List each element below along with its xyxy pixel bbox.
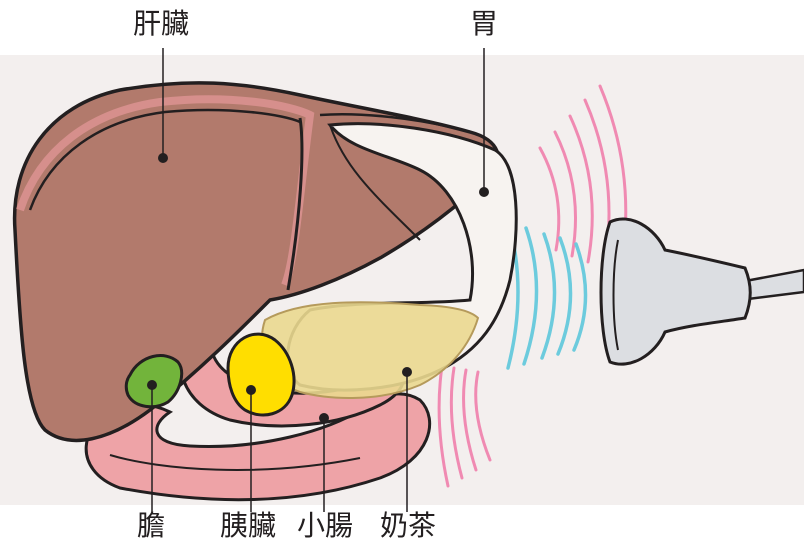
liver-label: 肝臟 <box>133 10 189 38</box>
small-intestine-label: 小腸 <box>297 512 353 540</box>
gallbladder-label: 膽 <box>137 512 165 540</box>
milk-tea-label: 奶茶 <box>380 512 436 540</box>
stomach-label: 胃 <box>470 10 498 38</box>
pancreas-label: 胰臟 <box>220 512 276 540</box>
